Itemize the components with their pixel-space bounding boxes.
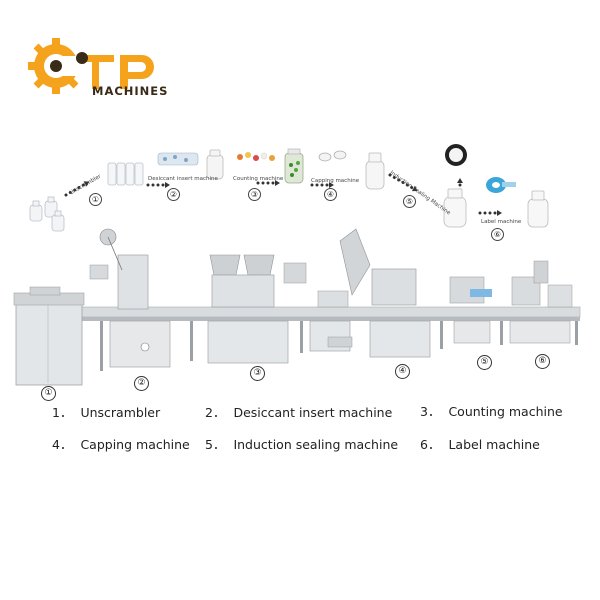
legend-label: Unscrambler xyxy=(80,405,161,420)
legend-number: 4． xyxy=(52,437,73,452)
machine-number-1: ① xyxy=(41,386,56,401)
ctp-logo xyxy=(28,38,154,94)
letter-p xyxy=(120,55,154,89)
logo-wordmark: MACHINES xyxy=(92,84,169,98)
legend-item-4: 4． Capping machine xyxy=(52,434,190,453)
white-bottle-icon xyxy=(206,149,224,180)
gear-icon xyxy=(28,38,82,94)
capping-machine xyxy=(309,228,371,352)
flow-step-4: ④ xyxy=(324,188,337,201)
label-roll-icon xyxy=(486,177,516,193)
legend-label: Desiccant insert machine xyxy=(233,405,393,420)
legend-number: 1． xyxy=(52,405,73,420)
pills-icon xyxy=(237,152,275,161)
legend-number: 5． xyxy=(205,437,226,452)
label-machine xyxy=(509,260,573,344)
caps-icon xyxy=(318,150,347,162)
legend-label: Counting machine xyxy=(448,404,563,419)
flow-label-counting: Counting machine xyxy=(233,176,284,182)
flow-label-capping: Capping machine xyxy=(311,178,360,184)
labeled-bottle-icon xyxy=(527,190,549,228)
machine-number-6: ⑥ xyxy=(535,354,550,369)
legend-item-5: 5． Induction sealing machine xyxy=(205,434,398,453)
legend-number: 6． xyxy=(420,437,441,452)
flow-label-desiccant: Desiccant insert machine xyxy=(148,176,218,182)
flow-step-1: ① xyxy=(89,193,102,206)
legend-number: 2． xyxy=(205,405,226,420)
legend-number: 3． xyxy=(420,404,441,419)
machine-number-5: ⑤ xyxy=(477,355,492,370)
filled-bottle-icon xyxy=(284,148,304,184)
machine-number-4: ④ xyxy=(395,364,410,379)
machine-number-3: ③ xyxy=(250,366,265,381)
machine-number-2: ② xyxy=(134,376,149,391)
flow-step-3: ③ xyxy=(248,188,261,201)
legend-label: Induction sealing machine xyxy=(233,437,399,452)
desiccant-insert-machine xyxy=(89,228,171,368)
sealed-bottle-icon xyxy=(443,188,467,228)
counting-machine xyxy=(207,254,307,364)
bottles-row-icon xyxy=(107,162,144,186)
wrench-icon xyxy=(76,52,114,89)
conveyor-belt xyxy=(79,306,581,321)
legend-item-2: 2． Desiccant insert machine xyxy=(205,402,392,421)
unscrambler-machine xyxy=(13,286,85,386)
legend-item-1: 1． Unscrambler xyxy=(52,402,160,421)
legend-label: Label machine xyxy=(448,437,540,452)
legend-label: Capping machine xyxy=(80,437,190,452)
desiccant-packets-icon xyxy=(157,152,199,166)
induction-seal-icon xyxy=(445,144,467,166)
induction-sealing-machine xyxy=(369,268,492,358)
unscrambled-bottles-icon xyxy=(29,196,65,232)
legend-item-6: 6． Label machine xyxy=(420,434,540,453)
legend-item-3: 3． Counting machine xyxy=(420,401,563,420)
capped-bottle-icon xyxy=(365,152,385,190)
flow-step-5: ⑤ xyxy=(403,195,416,208)
flow-step-2: ② xyxy=(167,188,180,201)
process-flow-diagram xyxy=(29,144,549,232)
flow-step-6: ⑥ xyxy=(491,228,504,241)
flow-label-label: Label machine xyxy=(481,219,522,225)
production-line-illustration xyxy=(13,228,581,386)
